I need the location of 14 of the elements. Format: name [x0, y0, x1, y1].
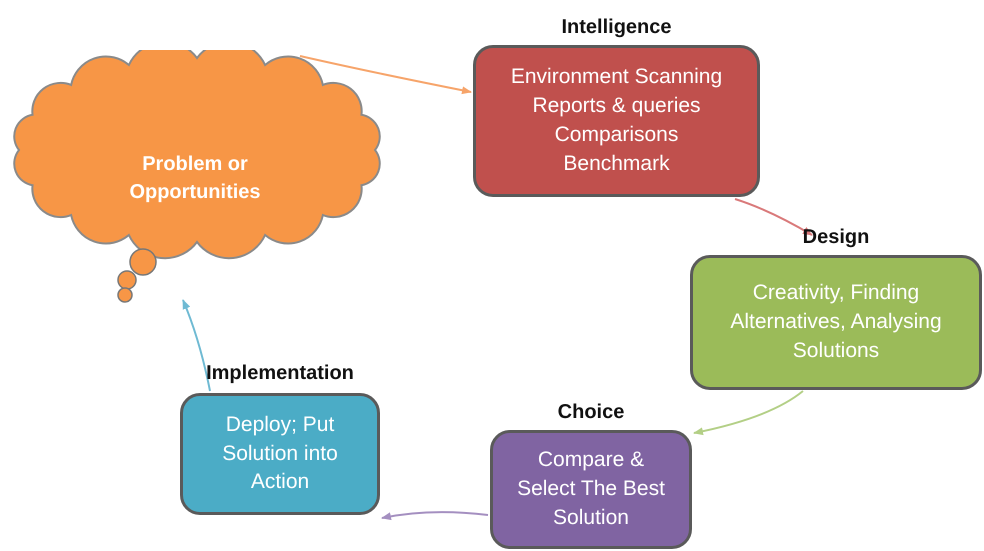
- stage-heading: Intelligence: [561, 15, 672, 40]
- arrow: [734, 198, 813, 236]
- stage-description: Deploy; Put Solution into Action: [221, 412, 339, 496]
- stage-description: Creativity, Finding Alternatives, Analysing Solutions: [729, 280, 943, 364]
- stage-heading: Choice: [558, 400, 624, 425]
- arrow: [300, 55, 472, 94]
- stage-heading: Design: [802, 225, 870, 250]
- arrow: [381, 511, 488, 520]
- arrow: [182, 299, 211, 392]
- arrow: [693, 390, 804, 436]
- cloud-text: Problem or Opportunities: [128, 152, 262, 205]
- stage-description: Environment Scanning Reports & queries Comparisons Benchmark: [510, 64, 724, 177]
- stage-description: Compare & Select The Best Solution: [516, 447, 666, 531]
- stage-heading: Implementation: [206, 361, 354, 386]
